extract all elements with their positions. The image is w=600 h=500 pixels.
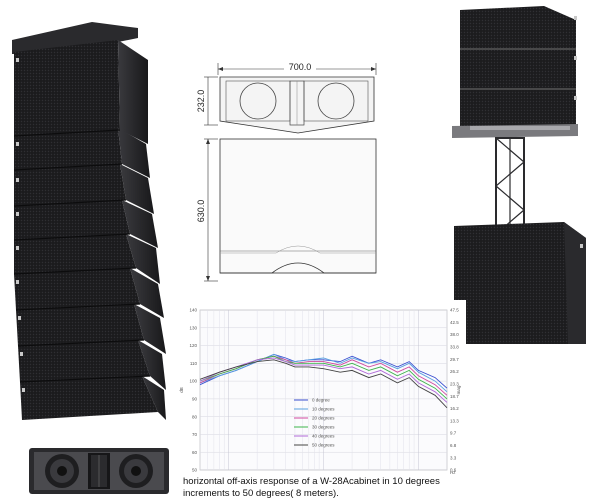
legend-label: 10 degrees (312, 407, 335, 412)
y2-tick-label: 29.7 (450, 357, 459, 362)
y2-tick-label: 18.7 (450, 394, 459, 399)
series-line-1 (199, 353, 448, 393)
caption-line-1: horizontal off-axis response of a W-28Ac… (183, 476, 440, 487)
y2-axis-label: mag (456, 385, 461, 394)
depth-dimension-label: 232.0 (196, 90, 206, 113)
legend-label: 30 degrees (312, 425, 335, 430)
y2-tick-label: 9.7 (450, 431, 457, 436)
line-array-stack-photo (12, 22, 166, 420)
y2-tick-label: 38.0 (450, 332, 459, 337)
chart-caption: horizontal off-axis response of a W-28Ac… (183, 476, 483, 500)
y-tick-label: 80 (192, 414, 198, 419)
series-line-5 (199, 359, 448, 409)
y2-tick-label: 16.2 (450, 406, 459, 411)
legend-label: 0 degree (312, 398, 330, 403)
y-tick-label: 90 (192, 396, 198, 401)
y2-tick-label: 13.3 (450, 418, 459, 423)
y-axis-label: dB (179, 387, 184, 393)
x-unit-label: Hz (450, 470, 456, 475)
y-tick-label: 100 (189, 379, 197, 384)
y-tick-label: 140 (189, 308, 197, 313)
y2-tick-label: 26.2 (450, 369, 459, 374)
y2-tick-label: 0.6 (450, 468, 457, 473)
legend-label: 20 degrees (312, 416, 335, 421)
series-line-4 (199, 357, 448, 403)
y-tick-label: 60 (192, 450, 198, 455)
caption-line-2: increments to 50 degrees( 8 meters). (183, 488, 339, 499)
width-dimension-label: 700.0 (289, 62, 312, 72)
y2-tick-label: 6.8 (450, 443, 457, 448)
chart-grid (199, 309, 448, 471)
y2-tick-label: 47.5 (450, 308, 459, 313)
y-tick-label: 50 (192, 468, 198, 473)
single-cabinet-photo (29, 448, 169, 494)
legend-label: 40 degrees (312, 434, 335, 439)
flown-array-with-subwoofer-photo (452, 6, 586, 344)
y2-tick-label: 42.5 (450, 320, 459, 325)
chart-legend: 0 degree 10 degrees 20 degrees 30 degrees 40… (294, 398, 335, 448)
y-tick-label: 120 (189, 343, 197, 348)
off-axis-response-chart: 140 130 120 110 100 90 80 70 60 50 47.5 42.5 38.0 33.… (176, 300, 466, 478)
dimension-drawing: 700.0 232.0 630.0 (196, 62, 377, 282)
height-dimension-label: 630.0 (196, 200, 206, 223)
y2-tick-label: 23.3 (450, 381, 459, 386)
y-tick-label: 130 (189, 325, 197, 330)
legend-label: 50 degrees (312, 443, 335, 448)
y-tick-label: 110 (190, 361, 198, 366)
y2-tick-label: 33.8 (450, 345, 459, 350)
y-tick-label: 70 (192, 432, 198, 437)
y2-tick-label: 3.3 (450, 455, 457, 460)
